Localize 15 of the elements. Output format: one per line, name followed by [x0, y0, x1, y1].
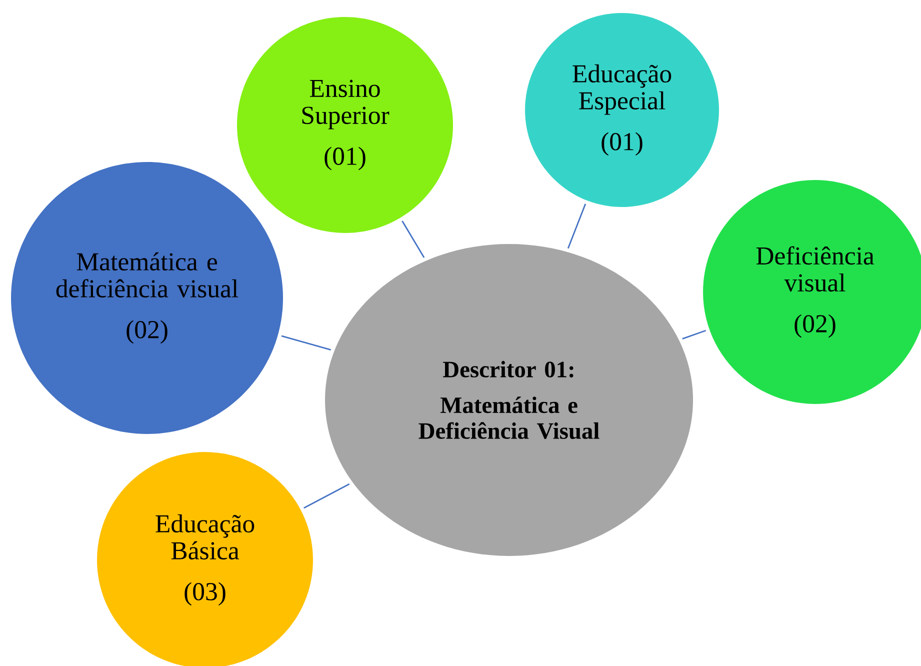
circle-label: Deficiência visual (02) [756, 246, 874, 338]
circle-label: Descritor 01: Matemática e Deficiência Visual [418, 360, 600, 440]
connector-line [402, 220, 425, 258]
topic-circle [237, 17, 453, 233]
connector-line [304, 483, 350, 509]
connector-line [567, 204, 586, 249]
topic-circle [525, 13, 719, 207]
circle-label: Educação Básica (03) [156, 514, 254, 606]
connector-line [682, 330, 706, 340]
center-ellipse [325, 244, 693, 556]
circle-label: Matemática e deficiência visual (02) [56, 252, 238, 344]
topic-circle [11, 162, 283, 434]
circle-label: Ensino Superior (01) [302, 80, 390, 170]
circle-label: Educação Especial (01) [572, 64, 672, 156]
connector-line [281, 335, 331, 350]
